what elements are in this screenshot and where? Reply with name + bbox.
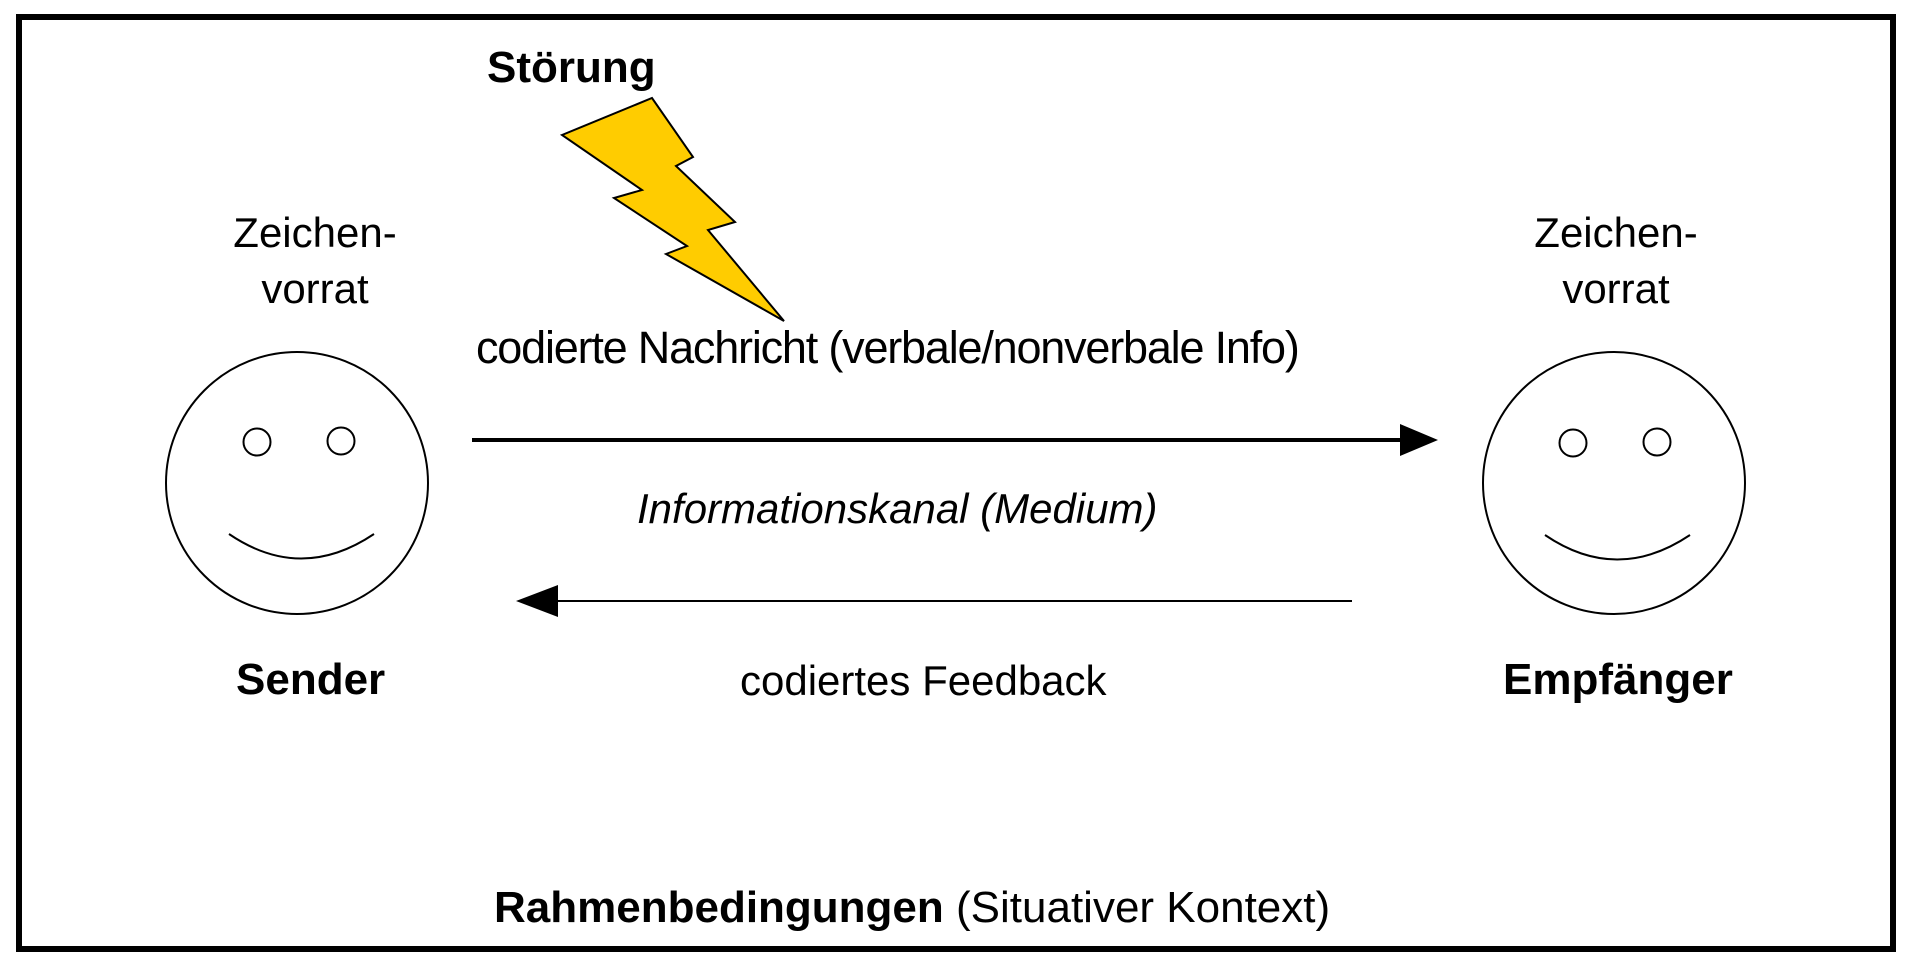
receiver-right-eye [1642, 427, 1672, 457]
feedback-arrowhead [516, 585, 558, 617]
message-label: codierte Nachricht (verbale/nonverbale I… [476, 322, 1300, 373]
medium-label: Informationskanal (Medium) [637, 485, 1158, 532]
receiver-label: Empfänger [1503, 655, 1733, 704]
sender-symbol-line2: vorrat [261, 265, 369, 312]
feedback-label: codiertes Feedback [740, 657, 1107, 704]
receiver-symbol-line1: Zeichen- [1534, 209, 1698, 256]
receiver-smiley-icon [1482, 351, 1746, 615]
message-arrowhead [1400, 424, 1438, 456]
receiver-mouth [1544, 534, 1691, 561]
context-label-bold: Rahmenbedingungen [494, 883, 944, 932]
message-arrow [472, 424, 1438, 456]
lightning-bolt-icon [559, 96, 785, 322]
sender-symbol-line1: Zeichen- [233, 209, 397, 256]
sender-mouth [228, 533, 375, 560]
disturbance-label: Störung [487, 43, 656, 92]
context-label-normal: (Situativer Kontext) [943, 883, 1331, 932]
context-label: Rahmenbedingungen (Situativer Kontext) [494, 886, 1330, 930]
feedback-arrow [516, 585, 1352, 617]
sender-smiley-icon [165, 351, 429, 615]
sender-right-eye [326, 426, 356, 456]
receiver-symbol-line2: vorrat [1562, 265, 1670, 312]
receiver-symbol-set: Zeichen- vorrat [1486, 205, 1746, 317]
sender-symbol-set: Zeichen- vorrat [185, 205, 445, 317]
diagram-border [16, 14, 1896, 952]
sender-left-eye [242, 427, 272, 457]
sender-label: Sender [236, 655, 386, 704]
receiver-left-eye [1558, 428, 1588, 458]
